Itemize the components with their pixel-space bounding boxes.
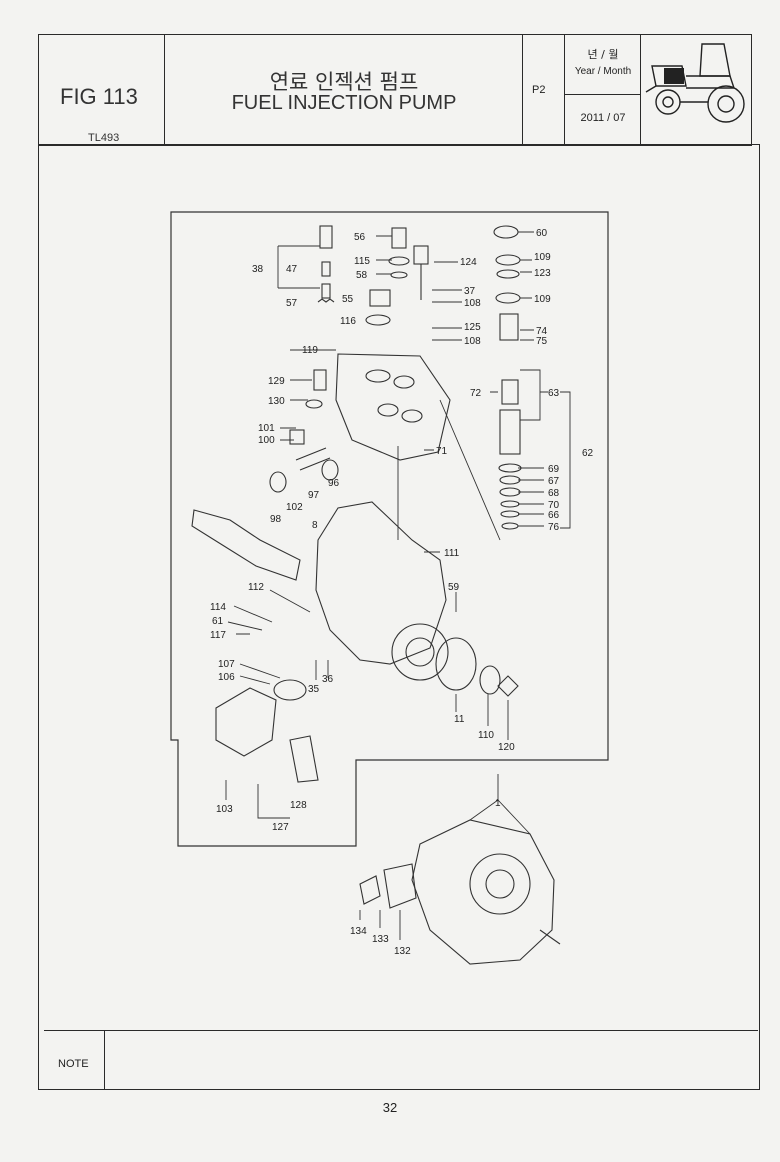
note-divider bbox=[104, 1030, 105, 1090]
delivery-valve-fittings bbox=[317, 225, 429, 326]
pump-assembly-view bbox=[359, 819, 561, 965]
callout-102: 102 bbox=[286, 502, 303, 513]
revision-date: 2011 / 07 bbox=[580, 112, 626, 124]
callout-58: 58 bbox=[356, 270, 368, 281]
header-divider bbox=[164, 34, 165, 146]
page-title: FUEL INJECTION PUMP bbox=[231, 92, 457, 114]
callout-116: 116 bbox=[340, 316, 356, 327]
callout-71: 71 bbox=[436, 446, 448, 457]
header-frame bbox=[38, 34, 752, 146]
callout-106: 106 bbox=[218, 672, 235, 683]
callout-108: 108 bbox=[464, 336, 481, 347]
callout-98: 98 bbox=[270, 514, 282, 525]
callout-57: 57 bbox=[286, 298, 298, 309]
pump-body bbox=[191, 501, 519, 783]
content-frame bbox=[38, 144, 760, 1090]
plunger-ring-stack bbox=[493, 225, 522, 530]
callout-133: 133 bbox=[372, 934, 389, 945]
note-divider bbox=[44, 1030, 758, 1031]
header-divider bbox=[640, 34, 641, 146]
callout-66: 66 bbox=[548, 510, 560, 521]
page-title-korean: 연료 인젝션 펌프 bbox=[269, 70, 419, 94]
callout-111: 111 bbox=[444, 548, 460, 559]
model-code: TL493 bbox=[88, 132, 120, 144]
callout-62: 62 bbox=[582, 448, 594, 459]
year-month-label: Year / Month bbox=[574, 66, 632, 77]
diagram-boundary bbox=[170, 211, 609, 847]
callout-55: 55 bbox=[342, 294, 354, 305]
callout-129: 129 bbox=[268, 376, 285, 387]
callout-labels: 56 115 58 60 124 109 123 109 38 47 37 10… bbox=[210, 228, 594, 957]
page-code: P2 bbox=[532, 84, 546, 96]
callout-134: 134 bbox=[350, 926, 367, 937]
callout-74: 74 bbox=[536, 326, 548, 337]
callout-96: 96 bbox=[328, 478, 340, 489]
header-divider bbox=[564, 94, 640, 95]
callout-115: 115 bbox=[354, 256, 370, 267]
tractor-icon bbox=[645, 43, 745, 123]
callout-67: 67 bbox=[548, 476, 560, 487]
callout-35: 35 bbox=[308, 684, 320, 695]
callout-130: 130 bbox=[268, 396, 285, 407]
callout-76: 76 bbox=[548, 522, 560, 533]
callout-47: 47 bbox=[286, 264, 298, 275]
callout-59: 59 bbox=[448, 582, 460, 593]
callout-103: 103 bbox=[216, 804, 233, 815]
callout-60: 60 bbox=[536, 228, 548, 239]
callout-68: 68 bbox=[548, 488, 560, 499]
header-divider bbox=[522, 34, 523, 146]
callout-132: 132 bbox=[394, 946, 411, 957]
callout-125: 125 bbox=[464, 322, 481, 333]
callout-101: 101 bbox=[258, 423, 275, 434]
callout-114: 114 bbox=[210, 602, 226, 613]
callout-128: 128 bbox=[290, 800, 307, 811]
callout-8: 8 bbox=[312, 520, 318, 531]
callout-124: 124 bbox=[460, 257, 477, 268]
callout-117: 117 bbox=[210, 630, 226, 641]
callout-38: 38 bbox=[252, 264, 264, 275]
callout-70: 70 bbox=[548, 500, 560, 511]
callout-37: 37 bbox=[464, 286, 476, 297]
callout-123: 123 bbox=[534, 268, 551, 279]
callout-120: 120 bbox=[498, 742, 515, 753]
governor-housing bbox=[269, 353, 451, 493]
callout-69: 69 bbox=[548, 464, 560, 475]
leader-lines bbox=[225, 231, 571, 940]
fig-number: FIG 113 bbox=[60, 84, 138, 109]
header-divider bbox=[564, 34, 565, 146]
callout-119: 119 bbox=[302, 345, 318, 356]
callout-75: 75 bbox=[536, 336, 548, 347]
callout-112: 112 bbox=[248, 582, 264, 593]
year-month-label-korean: 년 / 월 bbox=[587, 48, 619, 61]
callout-36: 36 bbox=[322, 674, 334, 685]
callout-110: 110 bbox=[478, 730, 494, 741]
callout-61: 61 bbox=[212, 616, 224, 627]
callout-100: 100 bbox=[258, 435, 275, 446]
callout-72: 72 bbox=[470, 388, 482, 399]
callout-56: 56 bbox=[354, 232, 366, 243]
callout-109: 109 bbox=[534, 252, 551, 263]
callout-127: 127 bbox=[272, 822, 289, 833]
note-label: NOTE bbox=[58, 1058, 89, 1070]
callout-107: 107 bbox=[218, 659, 235, 670]
callout-11: 11 bbox=[454, 714, 465, 725]
callout-63: 63 bbox=[548, 388, 560, 399]
callout-1: 1 bbox=[495, 798, 501, 809]
callout-109: 109 bbox=[534, 294, 551, 305]
page-number: 32 bbox=[382, 1100, 398, 1115]
callout-108: 108 bbox=[464, 298, 481, 309]
callout-97: 97 bbox=[308, 490, 320, 501]
